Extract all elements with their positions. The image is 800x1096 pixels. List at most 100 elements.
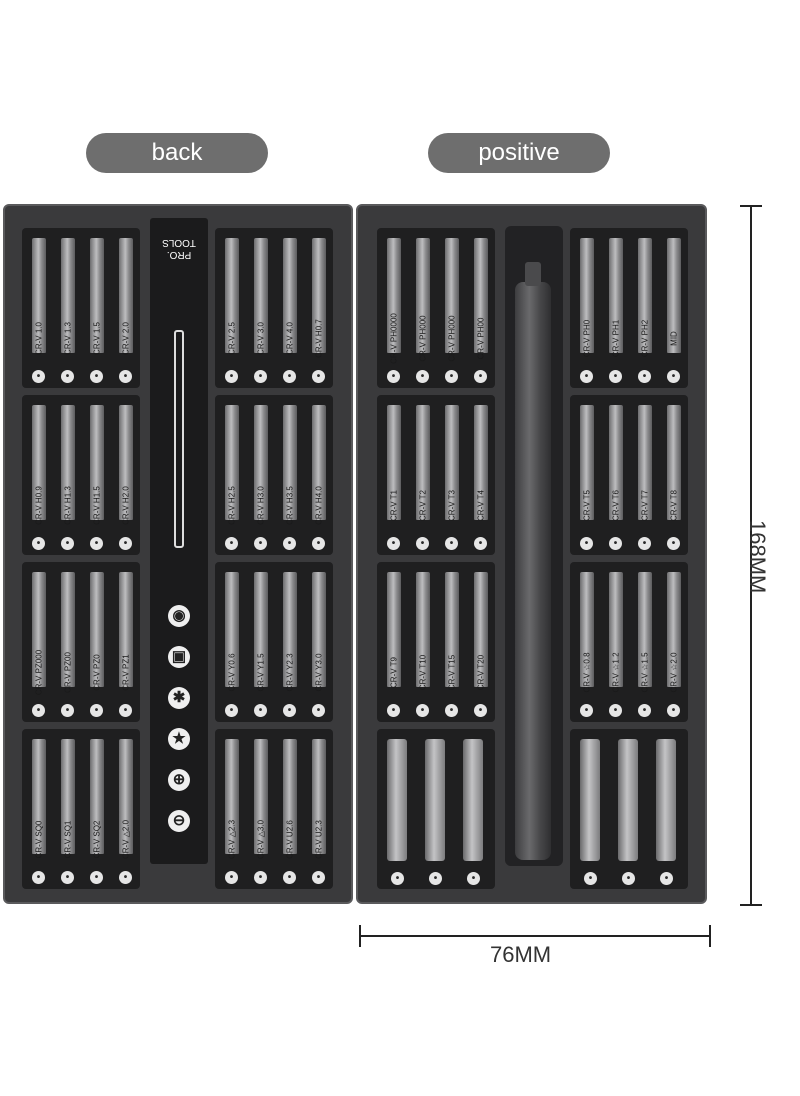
tip-symbol-icon: •	[90, 537, 103, 550]
screwdriver-bit[interactable]: CR-V 2.5	[225, 238, 239, 355]
screwdriver-bit[interactable]: CR-V PZ0	[90, 572, 104, 691]
screwdriver-bit[interactable]: CR-V Y0.6	[225, 572, 239, 692]
bit-label: CR-V ☆2.0	[669, 652, 679, 693]
tip-symbol-icon: •	[474, 704, 487, 717]
screwdriver-bit[interactable]: CR-V T7	[638, 405, 652, 521]
positive-label: positive	[428, 133, 610, 173]
screwdriver-bit[interactable]: CR-V SQ1	[61, 739, 75, 858]
screwdriver-bit[interactable]: CR-V H1.3	[61, 405, 75, 525]
socket-bit[interactable]	[580, 739, 600, 861]
screwdriver-bit[interactable]: CR-V T8	[667, 405, 681, 521]
screwdriver-bit[interactable]: CR-V ☆1.2	[609, 572, 623, 693]
bit-label: CR-V T4	[476, 490, 486, 521]
screwdriver-bit[interactable]: CR-V T20	[474, 572, 488, 691]
tip-symbol-icon: •	[119, 871, 132, 884]
screwdriver-bit[interactable]: CR-V T3	[445, 405, 459, 521]
socket-bit[interactable]	[425, 739, 445, 861]
socket-bit[interactable]	[463, 739, 483, 861]
bit-label: CR-V Y0.6	[227, 653, 237, 692]
screwdriver-bit[interactable]: CR-V 4.0	[283, 238, 297, 355]
bit-label: MID	[669, 331, 679, 346]
bit-label: CR-V △2.0	[121, 819, 131, 860]
screwdriver-bit[interactable]: CR-V H2.0	[119, 405, 133, 525]
screwdriver-bit[interactable]: CR-V 1.0	[32, 238, 46, 355]
socket-bit[interactable]	[656, 739, 676, 861]
screwdriver-bit[interactable]: CR-V T9	[387, 572, 401, 688]
screwdriver-bit[interactable]: CR-V ☆2.0	[667, 572, 681, 693]
screwdriver-bit[interactable]: CR-V PH0	[580, 238, 594, 357]
screwdriver-bit[interactable]: CR-V H4.0	[312, 405, 326, 525]
bit-label: CR-V PZ0	[92, 654, 102, 691]
bit-label: CR-V T5	[582, 490, 592, 521]
screwdriver-bit[interactable]: CR-V 1.5	[90, 238, 104, 355]
bit-label: CR-V Y1.5	[256, 653, 266, 692]
screwdriver-bit[interactable]: CR-V PH000	[445, 238, 459, 362]
screwdriver-bit[interactable]: CR-V U2.3	[312, 739, 326, 859]
bit-label: CR-V T10	[418, 654, 428, 691]
tip-symbol-icon: •	[580, 370, 593, 383]
screwdriver-bit[interactable]: CR-V H2.5	[225, 405, 239, 525]
screwdriver-bit[interactable]: CR-V SQ2	[90, 739, 104, 858]
screwdriver-bit[interactable]: CR-V H0.7	[312, 238, 326, 358]
screwdriver-bit[interactable]: CR-V 3.0	[254, 238, 268, 355]
screwdriver-bit[interactable]: CR-V T2	[416, 405, 430, 521]
bit-label: CR-V H0.9	[34, 486, 44, 525]
tip-symbol-icon: •	[609, 704, 622, 717]
screwdriver-bit[interactable]: CR-V △2.0	[119, 739, 133, 859]
bit-label: CR-V T20	[476, 654, 486, 691]
tip-symbol-icon: •	[61, 537, 74, 550]
socket-bit[interactable]	[618, 739, 638, 861]
screwdriver-bit[interactable]: CR-V T5	[580, 405, 594, 521]
screwdriver-bit[interactable]: CR-V T1	[387, 405, 401, 521]
screwdriver-bit[interactable]: CR-V T15	[445, 572, 459, 690]
screwdriver-bit[interactable]: CR-V PH2	[638, 238, 652, 357]
screwdriver-bit[interactable]: CR-V SQ0	[32, 739, 46, 858]
tip-symbol-icon: •	[474, 370, 487, 383]
screwdriver-bit[interactable]: CR-V 1.3	[61, 238, 75, 355]
screwdriver-bit[interactable]: CR-V Y2.3	[283, 572, 297, 692]
screwdriver-bit[interactable]: CR-V PH1	[609, 238, 623, 357]
screwdriver-bit[interactable]: CR-V H3.5	[283, 405, 297, 525]
socket-marker-icon: •	[660, 872, 673, 885]
screwdriver-bit[interactable]: CR-V H1.5	[90, 405, 104, 525]
screwdriver-bit[interactable]: CR-V T4	[474, 405, 488, 521]
screwdriver-bit[interactable]: CR-V Y1.5	[254, 572, 268, 692]
width-dimension-cap-left	[359, 925, 361, 947]
tip-symbol-icon: •	[254, 370, 267, 383]
screwdriver-bit[interactable]: CR-V PZ000	[32, 572, 46, 695]
screwdriver-bit[interactable]: CR-V H3.0	[254, 405, 268, 525]
handle-tip	[525, 262, 541, 286]
bit-label: CR-V SQ2	[92, 820, 102, 859]
tip-symbol-icon: •	[580, 704, 593, 717]
tip-symbol-icon: •	[387, 704, 400, 717]
tip-symbol-icon: •	[312, 871, 325, 884]
screwdriver-bit[interactable]: CR-V H0.9	[32, 405, 46, 525]
height-dimension-cap-top	[740, 205, 762, 207]
tip-symbol-icon: •	[416, 370, 429, 383]
screwdriver-bit[interactable]: CR-V △3.0	[254, 739, 268, 859]
bit-label: CR-V △2.3	[227, 819, 237, 860]
brand-label: PRO. TOOLS	[162, 237, 196, 260]
screwdriver-bit[interactable]: CR-V △2.3	[225, 739, 239, 859]
screwdriver-bit[interactable]: CR-V T10	[416, 572, 430, 691]
screwdriver-bit[interactable]: CR-V PH0000	[387, 238, 401, 364]
socket-bit[interactable]	[387, 739, 407, 861]
screwdriver-bit[interactable]: CR-V 2.0	[119, 238, 133, 355]
screwdriver-bit[interactable]: CR-V PH00	[474, 238, 488, 359]
screwdriver-bit[interactable]: CR-V PZ1	[119, 572, 133, 691]
screwdriver-bit[interactable]: CR-V Y3.0	[312, 572, 326, 692]
bit-label: CR-V PH0000	[389, 313, 399, 364]
bit-label: CR-V △3.0	[256, 819, 266, 860]
bit-label: CR-V Y3.0	[314, 653, 324, 692]
screwdriver-bit[interactable]: CR-V PH000	[416, 238, 430, 362]
bit-label: CR-V T2	[418, 490, 428, 521]
screwdriver-bit[interactable]: CR-V T6	[609, 405, 623, 521]
bit-label: CR-V T1	[389, 490, 399, 521]
bit-label: CR-V H2.5	[227, 486, 237, 525]
screwdriver-bit[interactable]: CR-V ☆1.5	[638, 572, 652, 693]
screwdriver-bit[interactable]: CR-V ☆0.8	[580, 572, 594, 693]
center-strip	[150, 218, 208, 864]
screwdriver-bit[interactable]: CR-V PZ00	[61, 572, 75, 693]
screwdriver-bit[interactable]: CR-V U2.6	[283, 739, 297, 859]
screwdriver-bit[interactable]: MID	[667, 238, 681, 353]
